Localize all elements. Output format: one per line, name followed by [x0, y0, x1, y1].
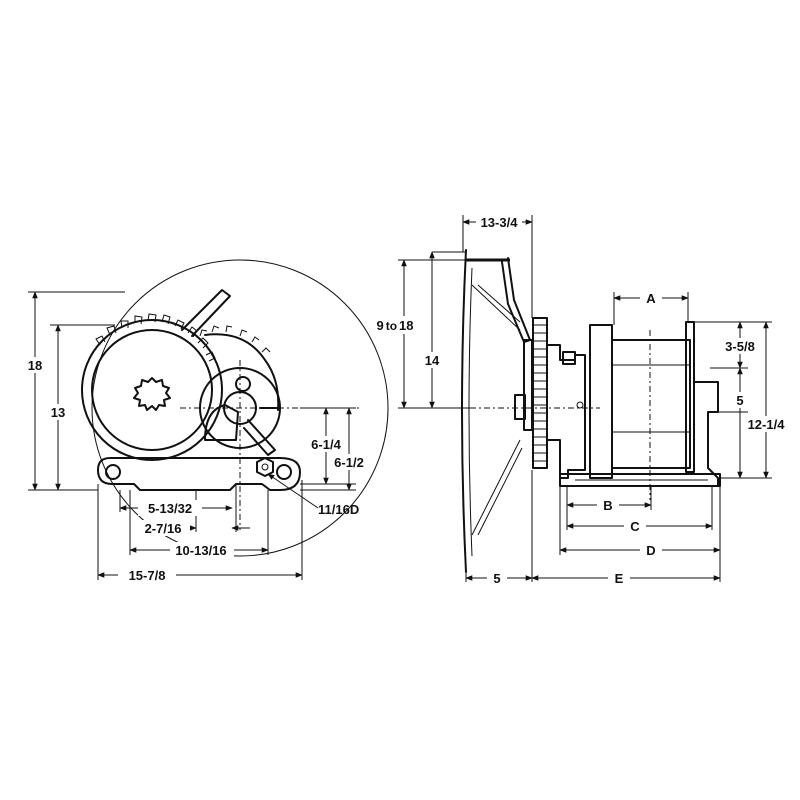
- dim-A-label: A: [646, 291, 656, 306]
- base-hole-left: [105, 464, 121, 480]
- brace-upper: [471, 284, 521, 331]
- frame-arm: [204, 404, 239, 441]
- dim-10-13-16-label: 10-13/16: [175, 543, 226, 558]
- gear-cover-arc: [204, 333, 280, 411]
- side-view: [461, 249, 721, 573]
- dim-5-right-label: 5: [736, 393, 743, 408]
- dim-15-7-8-label: 15-7/8: [129, 568, 166, 583]
- side-bolt: [576, 401, 584, 409]
- mounting-nut: [256, 457, 274, 477]
- dim-13-3-4-label: 13-3/4: [481, 215, 519, 230]
- dim-18-label: 18: [28, 358, 42, 373]
- main-gear-outer: [81, 319, 223, 461]
- right-bracket: [693, 381, 719, 487]
- drum-body: [611, 339, 691, 469]
- dim-2-7-16-label: 2-7/16: [145, 521, 182, 536]
- spline-hub: [133, 377, 171, 411]
- crank-arm: [181, 289, 231, 337]
- base-hole-right: [276, 464, 292, 480]
- side-flange-inner: [468, 267, 473, 557]
- dim-11-16d-label: 11/16D: [318, 502, 359, 517]
- dim-E-label: E: [615, 571, 624, 586]
- dim-C-label: C: [630, 519, 640, 534]
- frame-strut: [243, 419, 276, 456]
- main-gear-teeth: [95, 313, 216, 362]
- side-pawl-block: [562, 351, 576, 365]
- cover-teeth: [199, 325, 271, 353]
- dim-6-1-4-label: 6-1/4: [311, 437, 341, 452]
- side-flange: [461, 249, 467, 573]
- dim-5-13-32-label: 5-13/32: [148, 501, 192, 516]
- dim-14-label: 14: [425, 353, 440, 368]
- dim-B-label: B: [603, 498, 612, 513]
- dim-13-label: 13: [51, 405, 65, 420]
- dim-3-5-8-label: 3-5/8: [725, 339, 755, 354]
- drum-right-flange: [685, 321, 695, 473]
- brace-lower: [471, 439, 523, 536]
- side-gear-small: [523, 339, 533, 431]
- dim-12-1-4-label: 12-1/4: [748, 417, 786, 432]
- main-gear-inner: [91, 329, 213, 451]
- front-view: [81, 259, 389, 557]
- pawl-pivot: [235, 376, 251, 392]
- front-view-dimensions: 18 13 6-1/4 6-1/2 5-13/32 2-7: [24, 291, 369, 583]
- side-gear-teeth: [533, 324, 547, 462]
- dim-6-1-2-label: 6-1/2: [334, 455, 364, 470]
- mounting-nut-hole: [261, 463, 269, 471]
- side-hub: [514, 394, 526, 420]
- drum-flange-outline: [91, 259, 389, 557]
- side-frame: [546, 344, 586, 479]
- dim-D-label: D: [646, 543, 655, 558]
- crank-lever: [501, 257, 531, 343]
- dim-5-bottom-label: 5: [493, 571, 500, 586]
- drum-left-flange: [589, 324, 613, 479]
